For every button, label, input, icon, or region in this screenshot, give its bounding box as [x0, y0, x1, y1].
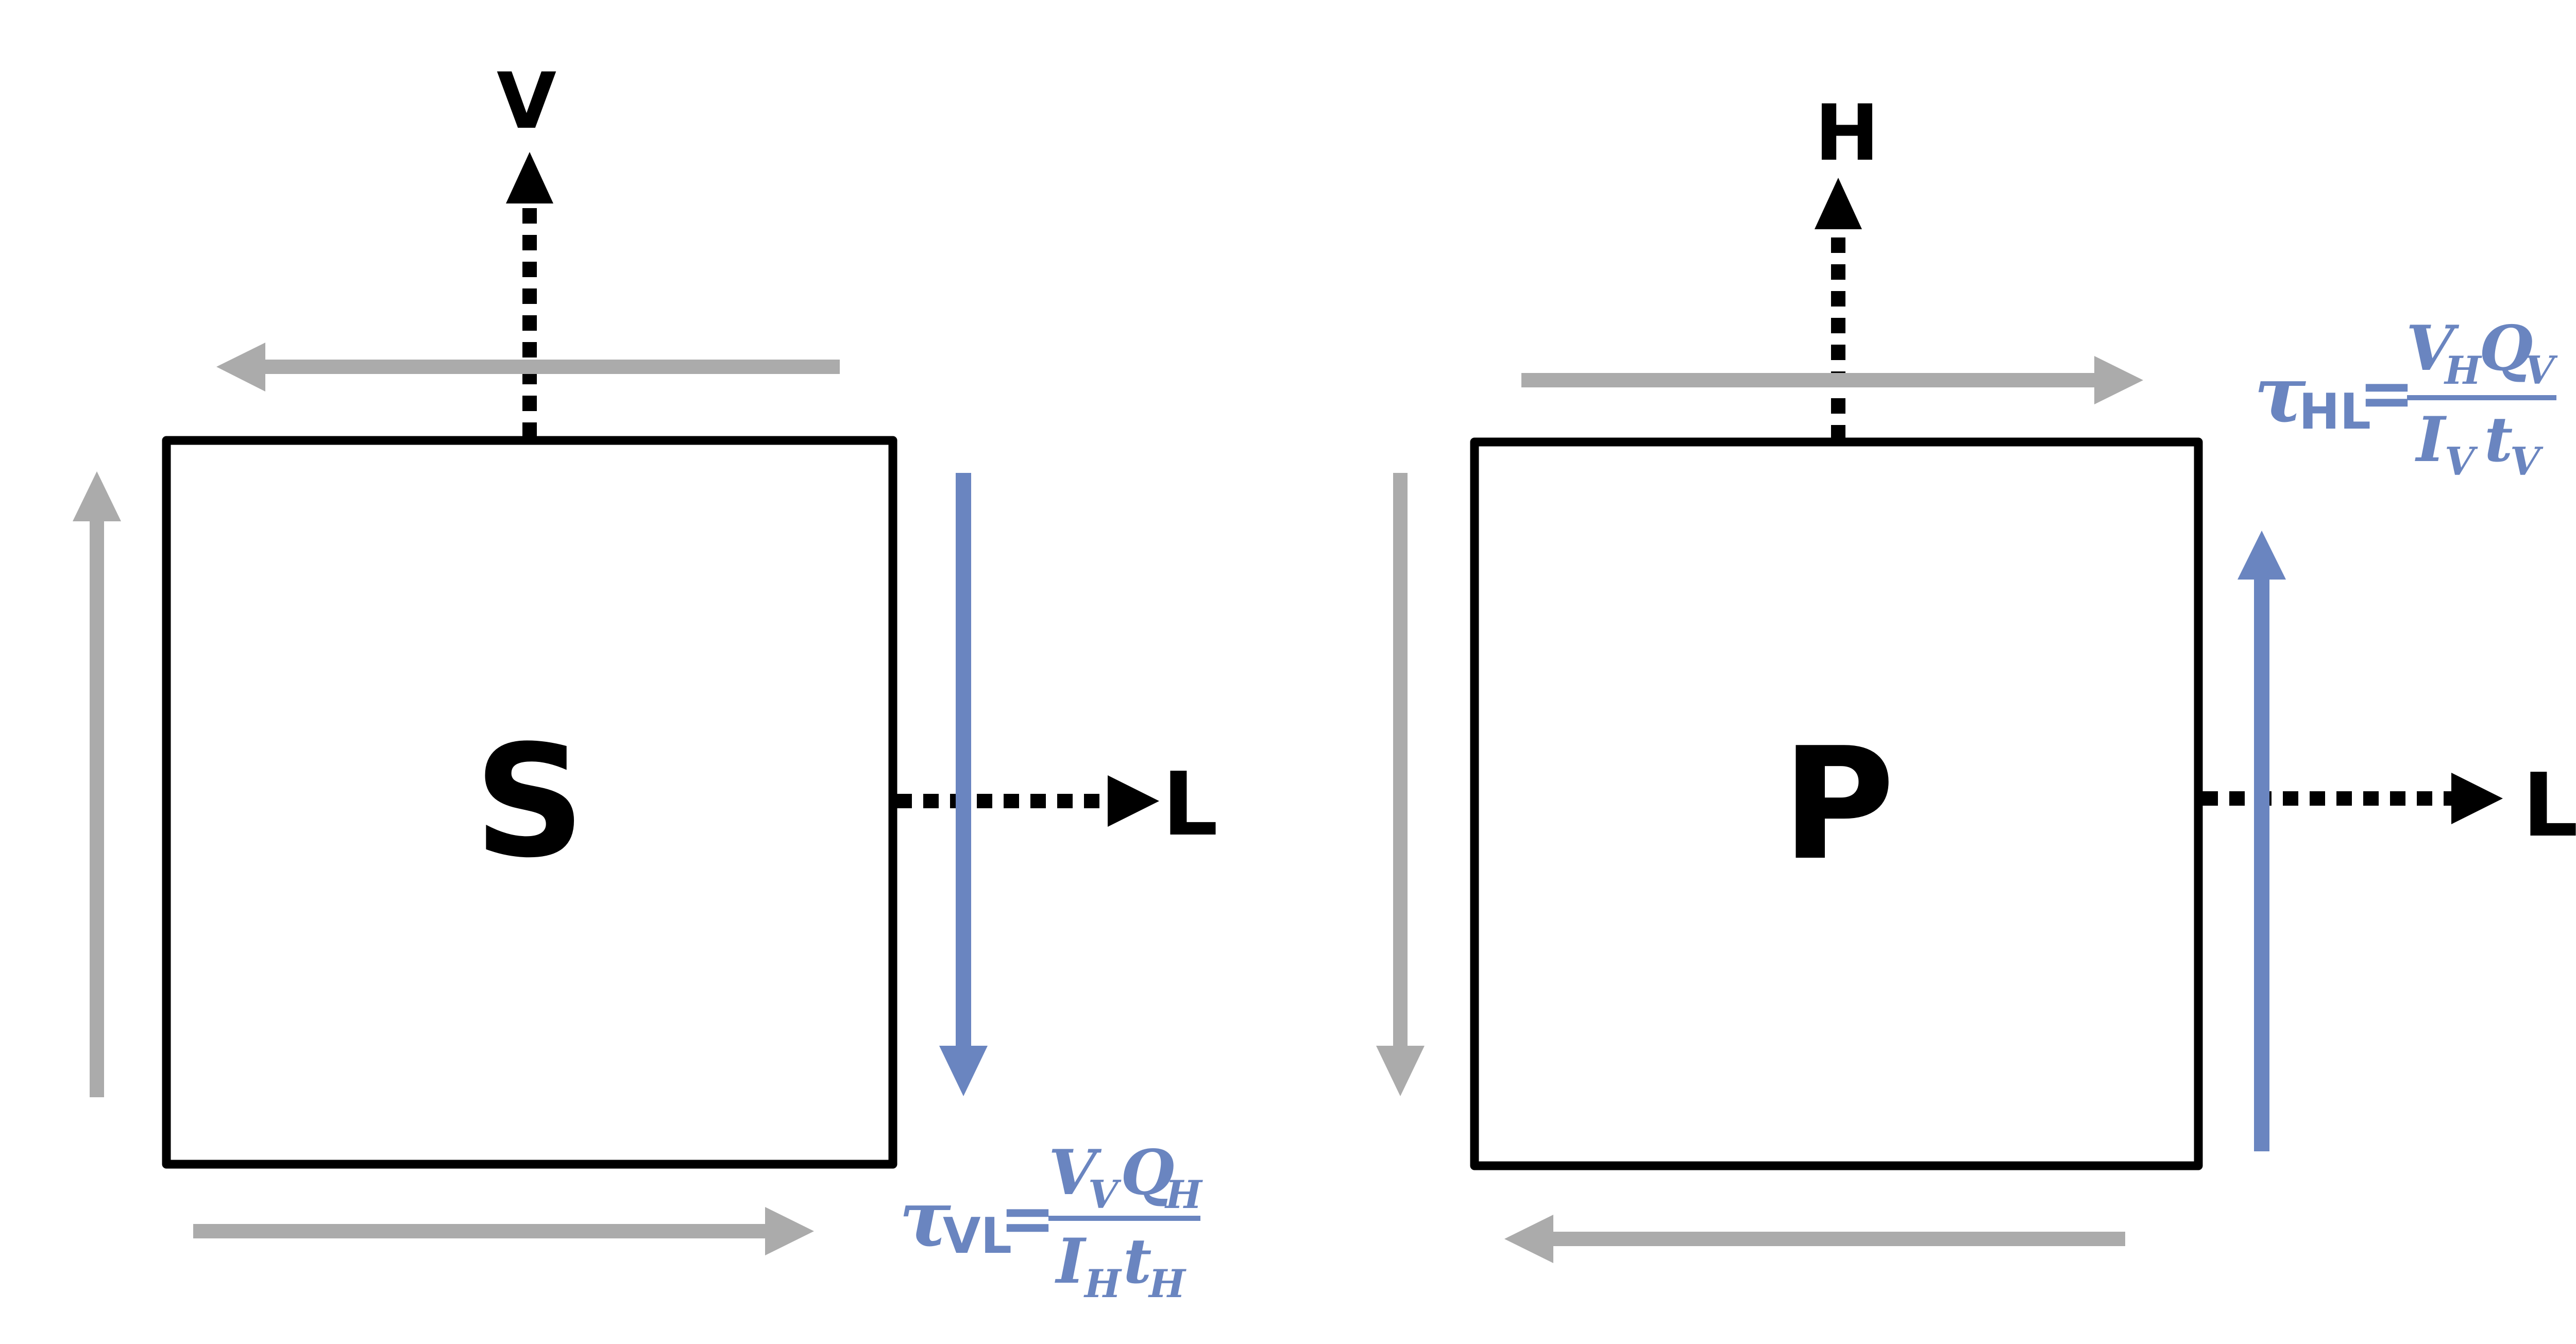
left-top-shear-arrow [216, 343, 840, 392]
right-element-square [1470, 437, 2203, 1170]
right-right-shear-arrow [2238, 531, 2286, 1151]
left-eq-num-v-sub: V [1088, 1172, 1122, 1217]
right-horizontal-axis-arrow [2202, 773, 2503, 824]
left-eq-tau: τ [899, 1173, 951, 1264]
left-eq-num-q-sub: H [1164, 1172, 1203, 1217]
left-eq-equals: = [999, 1179, 1056, 1257]
right-left-shear-arrow [1376, 473, 1425, 1096]
right-eq-tau-subscript: HL [2299, 384, 2371, 440]
left-eq-num-q: Q [1121, 1136, 1175, 1209]
left-panel: S V L τ [73, 57, 1218, 1306]
right-shear-equation: τ HL = V H Q V I V t V [2254, 312, 2558, 484]
right-eq-den-t-sub: V [2510, 439, 2544, 484]
right-vertical-axis-arrow [1815, 178, 1862, 440]
left-horizontal-axis-arrow [896, 775, 1159, 827]
right-eq-num-q-sub: V [2524, 348, 2558, 393]
left-eq-tau-subscript: VL [943, 1208, 1012, 1265]
left-left-shear-arrow [73, 471, 121, 1097]
right-eq-num-q: Q [2479, 312, 2533, 385]
right-eq-equals: = [2359, 354, 2415, 432]
left-vertical-axis-label: V [497, 57, 556, 146]
left-eq-den-i: I [1055, 1225, 1087, 1298]
left-element-square [162, 436, 897, 1169]
left-eq-den-i-sub: H [1083, 1261, 1122, 1306]
left-bottom-shear-arrow [193, 1207, 814, 1255]
right-eq-den-i: I [2415, 403, 2447, 476]
left-eq-num-v: V [1048, 1136, 1102, 1209]
right-eq-den-i-sub: V [2445, 439, 2478, 484]
left-right-shear-arrow [939, 473, 988, 1096]
right-eq-num-v-sub: H [2444, 348, 2482, 393]
left-center-label: S [474, 712, 585, 892]
left-vertical-axis-arrow [506, 152, 553, 438]
right-eq-den-t: t [2484, 403, 2513, 476]
left-eq-den-t-sub: H [1148, 1261, 1187, 1306]
right-panel: P H L τ [1376, 89, 2576, 1263]
right-vertical-axis-label: H [1815, 89, 1879, 178]
right-center-label: P [1782, 714, 1895, 894]
right-eq-tau: τ [2254, 349, 2306, 440]
left-eq-den-t: t [1123, 1225, 1151, 1298]
right-top-shear-arrow [1521, 356, 2143, 404]
right-horizontal-axis-label: L [2522, 755, 2576, 857]
right-eq-num-v: V [2406, 312, 2460, 385]
left-shear-equation: τ VL = V V Q H I H t H [899, 1136, 1203, 1306]
right-bottom-shear-arrow [1504, 1215, 2125, 1263]
left-horizontal-axis-label: L [1162, 754, 1218, 856]
